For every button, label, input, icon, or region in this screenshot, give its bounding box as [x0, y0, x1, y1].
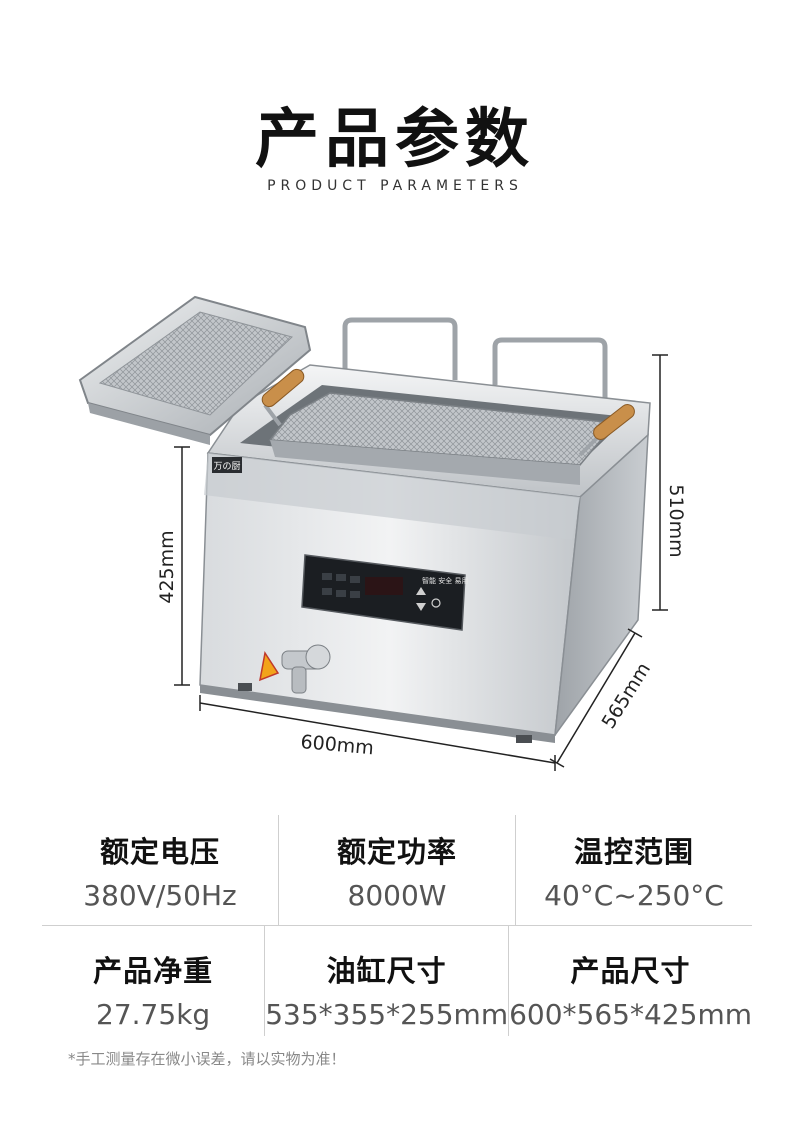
spec-voltage: 额定电压 380V/50Hz — [42, 815, 278, 925]
spec-value: 535*355*255mm — [265, 998, 509, 1031]
spec-tank-size: 油缸尺寸 535*355*255mm — [264, 926, 508, 1036]
spec-value: 27.75kg — [96, 998, 211, 1031]
page-subtitle: PRODUCT PARAMETERS — [267, 178, 523, 194]
spec-power: 额定功率 8000W — [278, 815, 515, 925]
control-panel-text: 智能 安全 易用 — [422, 576, 468, 585]
fryer-illustration: 万の厨 智能 安全 易用 425mm 510mm 60 — [78, 295, 687, 771]
spec-value: 600*565*425mm — [509, 998, 752, 1031]
spec-row: 额定电压 380V/50Hz 额定功率 8000W 温控范围 40°C~250°… — [42, 815, 752, 926]
spec-net-weight: 产品净重 27.75kg — [42, 926, 264, 1036]
basket-rail-right — [492, 337, 608, 400]
spec-value: 40°C~250°C — [544, 879, 724, 912]
drain-tap — [281, 644, 331, 694]
spec-row: 产品净重 27.75kg 油缸尺寸 535*355*255mm 产品尺寸 600… — [42, 926, 752, 1036]
basket-handle-left — [261, 368, 305, 427]
fryer-side-panel — [553, 433, 649, 738]
basket-rail-left — [342, 317, 458, 380]
dim-height-front-label: 425mm — [156, 530, 178, 603]
footnote: *手工测量存在微小误差，请以实物为准！ — [68, 1050, 346, 1068]
spec-table: 额定电压 380V/50Hz 额定功率 8000W 温控范围 40°C~250°… — [42, 815, 752, 1036]
fry-basket — [268, 392, 617, 466]
control-panel: 智能 安全 易用 — [301, 554, 468, 631]
spec-value: 380V/50Hz — [83, 879, 237, 912]
dim-width-label: 600mm — [300, 731, 375, 759]
spec-label: 额定电压 — [99, 835, 220, 869]
dim-height-front: 425mm — [156, 446, 190, 686]
page-title: 产品参数 — [255, 103, 535, 177]
dim-height-total: 510mm — [652, 354, 687, 611]
spec-label: 额定功率 — [336, 835, 457, 869]
warning-label — [259, 651, 280, 682]
spec-label: 产品尺寸 — [570, 954, 691, 988]
brand-badge — [212, 457, 242, 473]
spec-label: 产品净重 — [93, 954, 214, 988]
spec-temperature-range: 温控范围 40°C~250°C — [515, 815, 752, 925]
spec-label: 油缸尺寸 — [326, 954, 447, 988]
basket-handle-right — [578, 404, 635, 457]
spec-product-size: 产品尺寸 600*565*425mm — [508, 926, 752, 1036]
brand-badge-text: 万の厨 — [213, 461, 240, 472]
dim-depth-label: 565mm — [598, 659, 655, 733]
dim-height-total-label: 510mm — [665, 484, 687, 557]
drain-tray — [78, 295, 312, 445]
spec-value: 8000W — [347, 879, 447, 912]
spec-label: 温控范围 — [573, 835, 694, 869]
